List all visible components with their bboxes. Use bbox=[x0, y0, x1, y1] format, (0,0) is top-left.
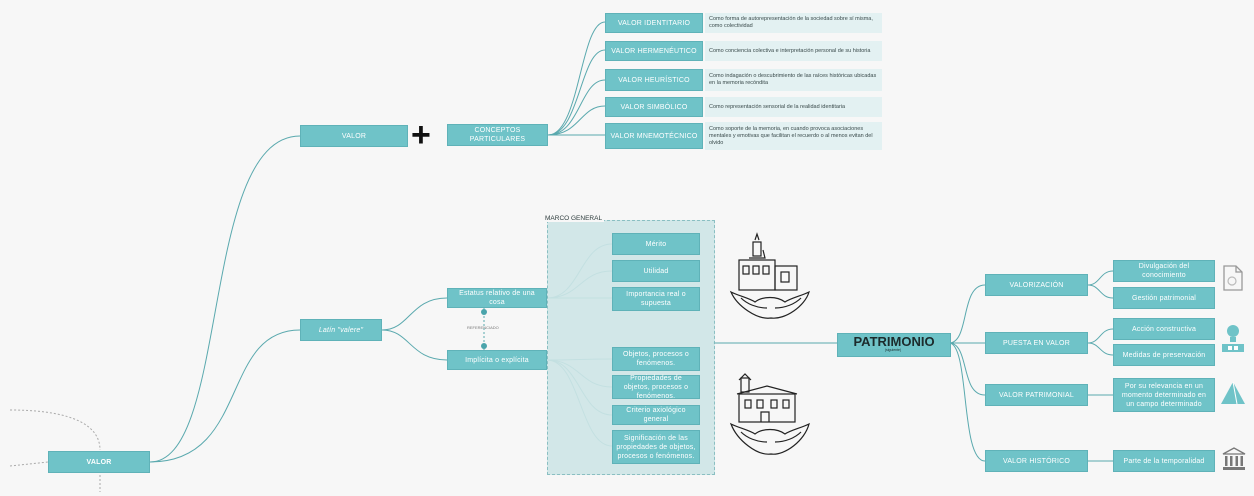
connector-dot bbox=[481, 343, 487, 349]
propiedades-node[interactable]: Propiedades de objetos, procesos o fenóm… bbox=[612, 375, 700, 400]
valor-patrimonial-node[interactable]: VALOR PATRIMONIAL bbox=[985, 384, 1088, 406]
accion-constructiva-node[interactable]: Acción constructiva bbox=[1113, 318, 1215, 340]
estatus-node[interactable]: Estatus relativo de una cosa bbox=[447, 288, 547, 308]
valor-simbolico-desc: Como representación sensorial de la real… bbox=[705, 97, 882, 117]
valor-mnemotecnico-node[interactable]: VALOR MNEMOTÉCNICO bbox=[605, 123, 703, 149]
criterio-node[interactable]: Criterio axiológico general bbox=[612, 405, 700, 425]
temporalidad-node[interactable]: Parte de la temporalidad bbox=[1113, 450, 1215, 472]
patrimonio-subtitle: (siguiente) bbox=[884, 348, 902, 352]
valor-mnemotecnico-desc: Como soporte de la memoria, en cuando pr… bbox=[705, 122, 882, 150]
valor-hermeneutico-node[interactable]: VALOR HERMENÉUTICO bbox=[605, 41, 703, 61]
connector-dot bbox=[481, 309, 487, 315]
significacion-node[interactable]: Significación de las propiedades de obje… bbox=[612, 430, 700, 464]
divulgacion-node[interactable]: Divulgación del conocimiento bbox=[1113, 260, 1215, 282]
valor-identitario-desc: Como forma de autorepresentación de la s… bbox=[705, 13, 882, 33]
valorizacion-node[interactable]: VALORIZACIÓN bbox=[985, 274, 1088, 296]
museum-icon bbox=[1222, 447, 1246, 470]
document-icon bbox=[1223, 265, 1243, 291]
gestion-patrimonial-node[interactable]: Gestión patrimonial bbox=[1113, 287, 1215, 309]
valor-simbolico-node[interactable]: VALOR SIMBÓLICO bbox=[605, 97, 703, 117]
latin-valere-node[interactable]: Latín "valere" bbox=[300, 319, 382, 341]
importancia-node[interactable]: Importancia real o supuesta bbox=[612, 287, 700, 311]
valor-heuristico-node[interactable]: VALOR HEURÍSTICO bbox=[605, 69, 703, 91]
merito-node[interactable]: Mérito bbox=[612, 233, 700, 255]
conceptos-particulares-node[interactable]: CONCEPTOS PARTICULARES bbox=[447, 124, 548, 146]
puesta-en-valor-node[interactable]: PUESTA EN VALOR bbox=[985, 332, 1088, 354]
valor-top-node[interactable]: VALOR bbox=[300, 125, 408, 147]
pyramid-icon bbox=[1221, 381, 1245, 405]
relevancia-node[interactable]: Por su relevancia en un momento determin… bbox=[1113, 378, 1215, 412]
plus-sign: + bbox=[411, 116, 431, 154]
lightbulb-icon bbox=[1222, 325, 1244, 352]
medidas-preservacion-node[interactable]: Medidas de preservación bbox=[1113, 344, 1215, 366]
valor-hermeneutico-desc: Como conciencia colectiva e interpretaci… bbox=[705, 41, 882, 61]
referenciado-label: REFERENCIADO bbox=[467, 325, 499, 330]
patrimonio-node[interactable]: PATRIMONIO bbox=[837, 333, 951, 357]
valor-bottom-node[interactable]: VALOR bbox=[48, 451, 150, 473]
valor-identitario-node[interactable]: VALOR IDENTITARIO bbox=[605, 13, 703, 33]
valor-heuristico-desc: Como indagación o descubrimiento de las … bbox=[705, 69, 882, 91]
hands-house-illustration bbox=[729, 373, 810, 455]
hands-building-illustration bbox=[729, 232, 810, 319]
utilidad-node[interactable]: Utilidad bbox=[612, 260, 700, 282]
marco-general-title: MARCO GENERAL bbox=[543, 215, 605, 222]
objetos-node[interactable]: Objetos, procesos o fenómenos. bbox=[612, 347, 700, 371]
implicita-node[interactable]: Implícita o explícita bbox=[447, 350, 547, 370]
valor-historico-node[interactable]: VALOR HISTÓRICO bbox=[985, 450, 1088, 472]
